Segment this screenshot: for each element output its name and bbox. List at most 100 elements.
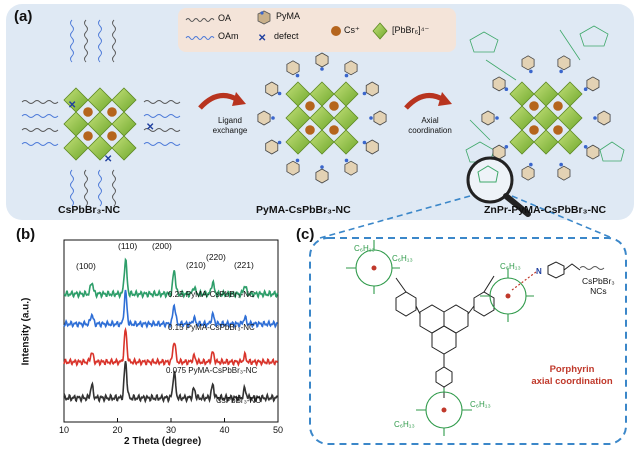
pyma-icon: [257, 10, 271, 25]
pyma-ligands-right: [481, 55, 611, 181]
x-tick-label: 50: [273, 425, 283, 435]
magnifier-handle: [503, 193, 531, 217]
series-label-025: 0.25 PyMA-CsPbBr₃-NC: [168, 290, 255, 299]
pyma-ligand: [521, 165, 535, 181]
pyma-nitrogen: [320, 165, 324, 169]
pyma-nitrogen: [559, 162, 563, 167]
pyma-nitrogen: [529, 162, 533, 167]
zn-centers: [371, 265, 511, 413]
cs-ion: [529, 101, 539, 111]
xrd-series-line: [63, 257, 279, 300]
legend-box: [178, 8, 456, 52]
pbbr6-octahedron: [557, 129, 583, 155]
pyma-nitrogen: [320, 67, 324, 71]
cs-ion: [305, 125, 315, 135]
pyma-ligands-middle: [257, 52, 387, 184]
x-tick-label: 10: [59, 425, 69, 435]
pbbr6-octahedron: [333, 129, 359, 155]
pyma-ligand: [344, 60, 358, 76]
porphyrin-decorations: [465, 25, 625, 163]
pbbr6-octahedron: [533, 129, 559, 155]
pyma-nitrogen: [277, 140, 282, 145]
pyma-nitrogen: [362, 91, 367, 96]
xrd-series-line: [63, 361, 278, 404]
series-label-015: 0.15 PyMA-CsPbBr₃-NC: [168, 323, 255, 332]
nc-right: [465, 25, 625, 217]
perovskite-lattice-middle: [285, 81, 359, 155]
pyma-ligand: [586, 76, 600, 92]
pyma-nitrogen: [583, 87, 588, 91]
pyma-ligand: [597, 110, 611, 126]
pyma-ligand: [365, 81, 379, 97]
xrd-series-line: [63, 326, 279, 367]
pyma-nitrogen: [369, 116, 373, 120]
pyma-nitrogen: [495, 116, 499, 120]
arrow-head: [438, 92, 452, 106]
peak-label-100: (100): [76, 261, 96, 271]
pbbr-icon: [372, 22, 388, 40]
pbbr6-octahedron: [509, 129, 535, 155]
pyma-nitrogen: [344, 73, 349, 78]
pyma-ligand: [373, 110, 387, 126]
oam-wave-icon: [185, 36, 215, 40]
pyma-ligand: [586, 144, 600, 160]
nc-surface-wave: [579, 266, 605, 270]
panel-c-tag: (c): [296, 226, 315, 243]
y-axis-title: Intensity (a.u.): [20, 297, 32, 366]
pyma-nitrogen: [277, 91, 282, 96]
pbbr6-octahedron: [87, 135, 113, 161]
x-tick-label: 20: [112, 425, 122, 435]
defect-icon: ✕: [258, 33, 266, 44]
pyma-ligand: [265, 81, 279, 97]
pyma-nitrogen: [295, 73, 300, 78]
zoom-connector: [319, 195, 613, 239]
pbbr6-octahedron: [111, 135, 137, 161]
cs-ion: [83, 131, 93, 141]
pyma-nitrogen: [504, 87, 509, 91]
perovskite-lattice-left: [63, 87, 137, 161]
svg-text:N: N: [536, 267, 542, 276]
chemical-structure: [395, 275, 495, 398]
legend-pyma-label: PyMA: [276, 11, 301, 21]
perovskite-lattice-right: [509, 81, 583, 155]
pyma-nitrogen: [559, 69, 563, 74]
cs-ion: [529, 125, 539, 135]
alkyl-label: C₆H₁₃: [500, 262, 521, 271]
pyma-nitrogen: [504, 145, 509, 149]
series-label-cspbbr3: CsPbBr₃-NC: [216, 396, 262, 405]
cs-ion: [107, 131, 117, 141]
x-tick-label: 40: [219, 425, 229, 435]
legend-pbbr-label: [PbBr₆]⁴⁻: [392, 25, 430, 35]
arrow-head: [232, 92, 246, 106]
peak-label-210: (210): [186, 260, 206, 270]
cs-ion: [107, 107, 117, 117]
cs-ion: [553, 125, 563, 135]
porphyrin-units: [346, 240, 534, 436]
cs-ion: [83, 107, 93, 117]
peak-label-200: (200): [152, 241, 172, 251]
magnifier-detail: [477, 165, 499, 183]
peak-label-221: (221): [234, 260, 254, 270]
cs-ion: [553, 101, 563, 111]
xrd-series-line: [63, 289, 279, 329]
pyma-nitrogen: [344, 158, 349, 163]
pyma-ligand: [265, 139, 279, 155]
oa-wave-icon: [185, 18, 215, 22]
magnifier-icon: [466, 156, 514, 204]
caption-cspbbr3-nc: CsPbBr₃-NC: [58, 204, 121, 216]
pbbr6-octahedron: [285, 129, 311, 155]
pyma-ligand: [557, 165, 571, 181]
defect-mark: ✕: [104, 154, 112, 165]
defect-mark: ✕: [146, 122, 154, 133]
pbbr6-octahedron: [63, 135, 89, 161]
pyma-ligand: [557, 55, 571, 71]
cs-ion: [329, 101, 339, 111]
pyma-ligand: [315, 52, 329, 68]
peak-label-110: (110): [118, 241, 138, 251]
legend-oam-label: OAm: [218, 31, 239, 41]
legend-cs-label: Cs⁺: [344, 25, 360, 35]
